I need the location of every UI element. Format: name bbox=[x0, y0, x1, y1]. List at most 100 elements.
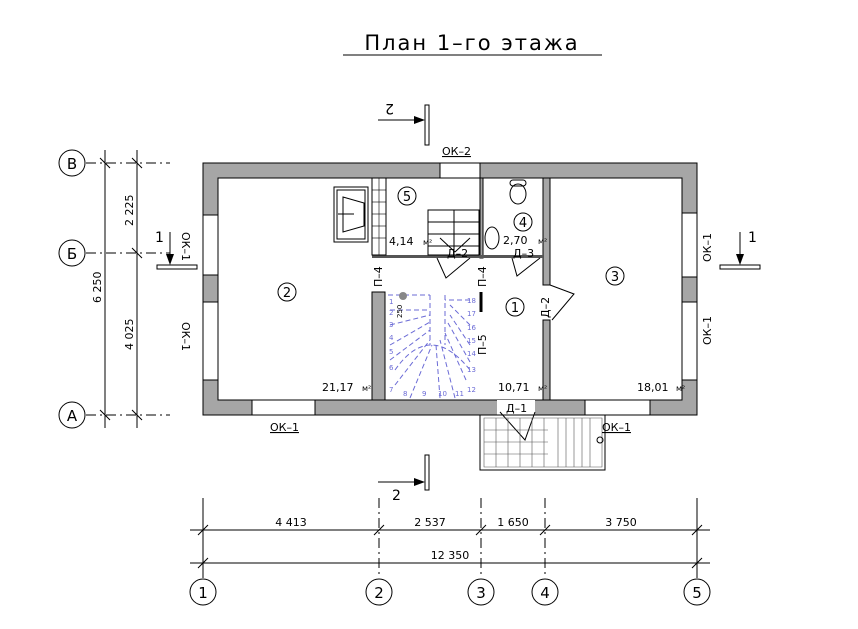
room-number: 4 bbox=[519, 216, 527, 231]
window-bottom-2 bbox=[584, 399, 651, 416]
section-mark-1-left: 1 bbox=[155, 230, 198, 270]
toilet-icon bbox=[509, 179, 527, 205]
axis-label: 3 bbox=[476, 584, 486, 602]
window-ok2 bbox=[439, 162, 481, 179]
step-number: 3 bbox=[389, 321, 393, 329]
partition-wall-bottom bbox=[542, 319, 551, 401]
sink-icon bbox=[484, 226, 500, 250]
section-number: 2 bbox=[385, 100, 394, 116]
step-number: 7 bbox=[389, 386, 393, 394]
step-number: 16 bbox=[467, 324, 476, 332]
window-label-ok1: ОК–1 bbox=[179, 232, 192, 261]
room-number: 5 bbox=[403, 190, 411, 205]
room-unit: м² bbox=[676, 384, 685, 393]
axis-label: В bbox=[67, 155, 77, 173]
room-2: 2 21,17 м² bbox=[277, 282, 371, 394]
section-number: 2 bbox=[392, 488, 401, 504]
room-unit: м² bbox=[362, 384, 371, 393]
window-label-ok1: ОК–1 bbox=[701, 233, 714, 262]
stair-wall bbox=[371, 291, 386, 401]
door-label-d1: Д–1 bbox=[506, 402, 527, 415]
stair-note: 250 bbox=[396, 305, 404, 318]
room-number: 1 bbox=[511, 301, 519, 316]
dim-label: 4 025 bbox=[123, 319, 136, 351]
axis-label: 2 bbox=[374, 584, 384, 602]
room-area: 21,17 bbox=[322, 381, 354, 394]
axis-label: 1 bbox=[198, 584, 208, 602]
section-number: 1 bbox=[155, 230, 164, 246]
window-label-ok1: ОК–1 bbox=[701, 316, 714, 345]
dim-label: 2 537 bbox=[414, 516, 446, 529]
axis-label: 5 bbox=[692, 584, 702, 602]
step-number: 1 bbox=[389, 298, 393, 306]
step-number: 12 bbox=[467, 386, 476, 394]
step-number: 9 bbox=[422, 390, 426, 398]
step-number: 4 bbox=[389, 334, 394, 342]
step-number: 18 bbox=[467, 297, 476, 305]
room-unit: м² bbox=[423, 238, 432, 247]
window-bottom-1 bbox=[251, 399, 316, 416]
horizontal-dimensions: 4 413 2 537 1 650 3 750 12 350 bbox=[190, 498, 710, 578]
window-right-1 bbox=[681, 212, 698, 278]
exterior-walls bbox=[202, 162, 698, 416]
room-5: 5 4,14 м² bbox=[389, 186, 432, 248]
window-label-ok1: ОК–1 bbox=[602, 421, 631, 434]
room-3: 3 18,01 м² bbox=[605, 266, 685, 394]
room-area: 18,01 bbox=[637, 381, 669, 394]
window-left-1 bbox=[202, 214, 219, 276]
window-left-2 bbox=[202, 301, 219, 381]
step-number: 5 bbox=[389, 348, 393, 356]
room-1: 1 10,71 м² bbox=[498, 297, 547, 394]
window-label-ok2: ОК–2 bbox=[442, 145, 471, 158]
opening-label-p5: П–5 bbox=[476, 334, 489, 355]
axis-label: Б bbox=[67, 245, 77, 263]
room-unit: м² bbox=[538, 237, 547, 246]
room-area: 10,71 bbox=[498, 381, 530, 394]
porch bbox=[479, 414, 606, 471]
axis-label: А bbox=[67, 407, 78, 425]
opening-label-p4: П–4 bbox=[372, 266, 385, 287]
step-number: 8 bbox=[403, 390, 407, 398]
dim-total-label: 6 250 bbox=[91, 272, 104, 304]
dim-total-label: 12 350 bbox=[431, 549, 470, 562]
section-number: 1 bbox=[748, 230, 757, 246]
door-swings bbox=[436, 257, 575, 441]
dim-label: 3 750 bbox=[605, 516, 637, 529]
step-number: 11 bbox=[455, 390, 464, 398]
room-number: 2 bbox=[283, 286, 291, 301]
section-mark-1-right: 1 bbox=[719, 230, 761, 270]
room-area: 4,14 bbox=[389, 235, 414, 248]
axis-bubbles-horizontal: 1 2 3 4 5 bbox=[189, 578, 711, 606]
stair-to-basement bbox=[427, 209, 480, 256]
room-number: 3 bbox=[611, 270, 619, 285]
dim-label: 2 225 bbox=[123, 195, 136, 227]
door-label-d2: Д–2 bbox=[447, 247, 468, 260]
section-mark-2-top: 2 bbox=[378, 100, 430, 146]
corridor-partition bbox=[372, 255, 543, 258]
vertical-dimensions: 2 225 4 025 6 250 bbox=[86, 150, 170, 428]
step-number: 13 bbox=[467, 366, 476, 374]
window-right-2 bbox=[681, 301, 698, 381]
opening-label-p4-b: П–4 bbox=[476, 266, 489, 287]
plan-title: План 1–го этажа bbox=[364, 31, 579, 55]
room-4: 4 2,70 м² bbox=[503, 212, 547, 247]
entry-opening bbox=[497, 400, 535, 415]
window-label-ok1: ОК–1 bbox=[270, 421, 299, 434]
partition-wall-top bbox=[542, 177, 551, 286]
door-label-d2-b: Д–2 bbox=[539, 297, 552, 318]
dim-label: 1 650 bbox=[497, 516, 529, 529]
fireplace-icon bbox=[333, 186, 369, 243]
room-area: 2,70 bbox=[503, 234, 528, 247]
main-staircase: 1 2 3 4 5 6 7 8 9 10 11 12 13 14 15 16 1… bbox=[388, 292, 483, 399]
step-number: 17 bbox=[467, 310, 476, 318]
room-unit: м² bbox=[538, 384, 547, 393]
window-label-ok1: ОК–1 bbox=[179, 322, 192, 351]
axis-label: 4 bbox=[540, 584, 550, 602]
door-label-d3: Д–3 bbox=[513, 247, 534, 260]
dim-label: 4 413 bbox=[275, 516, 307, 529]
step-number: 6 bbox=[389, 364, 394, 372]
step-number: 15 bbox=[467, 337, 476, 345]
step-number: 2 bbox=[389, 309, 393, 317]
step-number: 14 bbox=[467, 350, 476, 358]
